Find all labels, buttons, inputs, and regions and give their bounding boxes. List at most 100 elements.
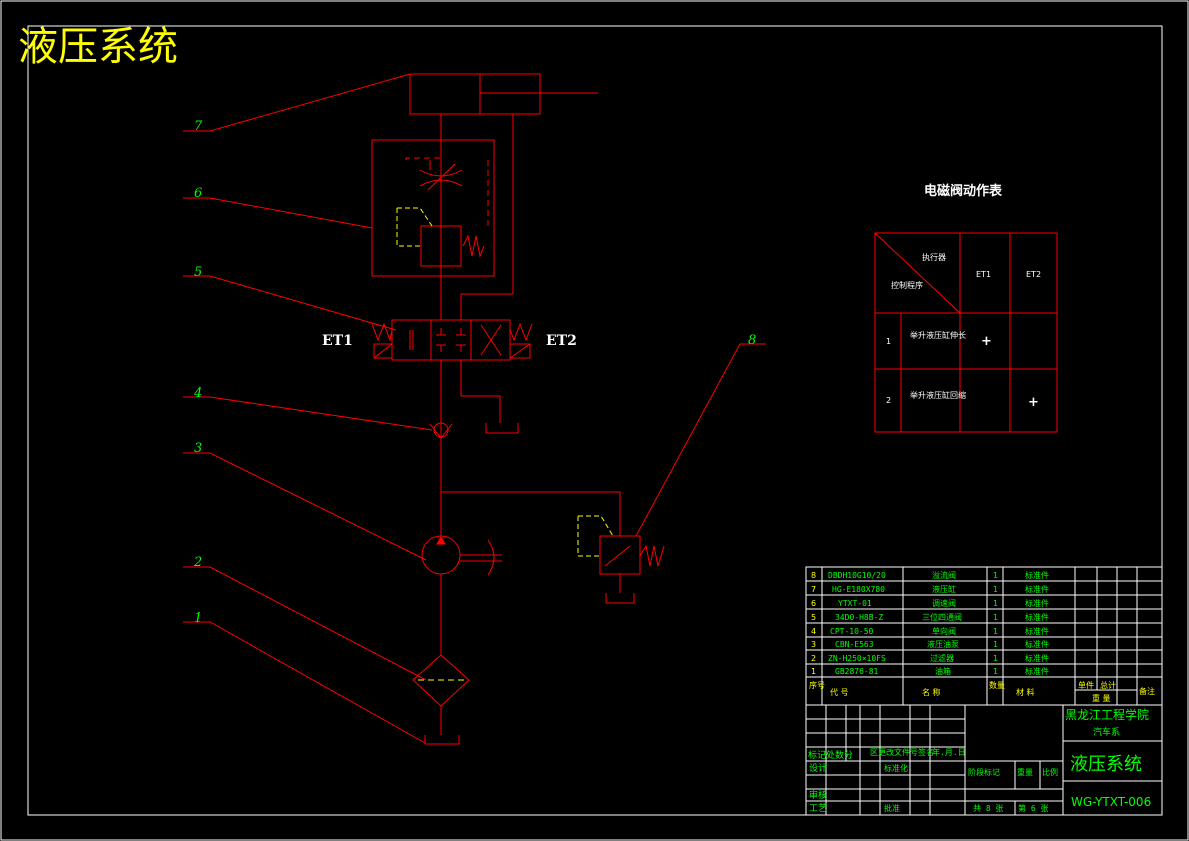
bom-name: 液压缸 xyxy=(932,584,956,594)
bom-code: 34D0-H8B-Z xyxy=(835,613,883,622)
drawing-title: 液压系统 xyxy=(18,24,178,70)
check-valve xyxy=(433,422,449,438)
bom-material: 标准件 xyxy=(1025,639,1049,649)
table-row1-desc: 举升液压缸伸长 xyxy=(910,330,966,340)
label-5: 5 xyxy=(194,265,202,280)
tb-design: 设计 xyxy=(809,762,827,774)
label-4: 4 xyxy=(193,386,202,401)
tb-approve: 批准 xyxy=(884,803,900,813)
bom-header-name: 名 称 xyxy=(922,687,941,697)
bom-material: 标准件 xyxy=(1025,612,1049,622)
tb-scale: 比例 xyxy=(1042,767,1058,777)
bom-name: 调速阀 xyxy=(932,599,956,608)
bom-code: YTXT-01 xyxy=(838,599,872,608)
label-3: 3 xyxy=(194,441,202,456)
bom-material: 标准件 xyxy=(1025,653,1049,663)
action-table: 电磁阀动作表 执行器 控制程序 ET1 ET2 1 举升液压缸伸长 + 2 举升… xyxy=(874,183,1058,433)
directional-valve xyxy=(391,319,511,361)
bom-name: 单向阀 xyxy=(932,626,956,636)
oil-tank xyxy=(424,735,460,745)
hydraulic-cylinder xyxy=(409,73,541,115)
title-block: 黑龙江工程学院 汽车系 液压系统 WG-YTXT-006 标记处数分 区更改文件… xyxy=(805,704,1163,816)
speed-control-valve xyxy=(371,139,495,277)
bom-no: 5 xyxy=(811,613,816,622)
table-row2-desc: 举升液压缸回缩 xyxy=(910,390,966,400)
school-name: 黑龙江工程学院 xyxy=(1065,707,1149,722)
bom-material: 标准件 xyxy=(1025,570,1049,580)
bom-qty: 1 xyxy=(993,585,998,594)
bom-name: 过滤器 xyxy=(930,653,954,663)
drawing-number: WG-YTXT-006 xyxy=(1071,795,1151,809)
bom-material: 标准件 xyxy=(1025,584,1049,594)
table-row2-no: 2 xyxy=(886,396,891,405)
bom-header-code: 代 号 xyxy=(830,687,849,697)
bom-qty: 1 xyxy=(993,654,998,663)
bom-header-weight: 重 量 xyxy=(1092,693,1111,703)
parts-list: 8 DBDH10G10/20 溢流阀 1 标准件 7 HG-E180X780 液… xyxy=(805,566,1163,706)
tb-row-label-3: 年.月.日 xyxy=(932,747,966,757)
bom-name: 溢流阀 xyxy=(932,570,956,580)
table-header-top: 执行器 xyxy=(922,252,946,262)
bom-name: 三位四通阀 xyxy=(922,612,962,622)
bom-header-total: 总计 xyxy=(1100,680,1116,690)
title-block-drawing-title: 液压系统 xyxy=(1070,754,1142,775)
bom-name: 油箱 xyxy=(935,666,951,676)
tb-weight: 重量 xyxy=(1017,767,1033,777)
bom-header-qty: 数量 xyxy=(989,680,1005,690)
tb-row-label-2: 区更改文件号签名 xyxy=(870,747,934,757)
department: 汽车系 xyxy=(1093,726,1120,738)
bom-material: 标准件 xyxy=(1025,626,1049,636)
tb-sheet: 第 6 张 xyxy=(1018,803,1048,813)
bom-code: HG-E180X780 xyxy=(832,585,885,594)
label-7: 7 xyxy=(194,119,203,134)
bom-qty: 1 xyxy=(993,613,998,622)
bom-no: 3 xyxy=(811,640,816,649)
tb-process: 工艺 xyxy=(809,803,827,814)
bom-code: DBDH10G10/20 xyxy=(828,571,886,580)
hydraulic-circuit xyxy=(183,73,766,745)
bom-code: GB2876-81 xyxy=(835,667,879,676)
bom-no: 4 xyxy=(811,627,816,636)
action-table-title: 电磁阀动作表 xyxy=(924,183,1003,199)
bom-header-material: 材 料 xyxy=(1016,687,1035,697)
solenoid-right-label: ET2 xyxy=(546,333,577,349)
label-1: 1 xyxy=(194,611,202,626)
bom-header-unit: 单件 xyxy=(1078,680,1094,690)
bom-code: CPT-10-50 xyxy=(830,627,874,636)
tb-row-label-1: 标记处数分 xyxy=(808,749,853,761)
bom-header-remark: 备注 xyxy=(1139,686,1155,696)
label-8: 8 xyxy=(748,333,756,348)
bom-qty: 1 xyxy=(993,599,998,608)
bom-no: 6 xyxy=(811,599,816,608)
table-col-et2: ET2 xyxy=(1026,270,1041,279)
tb-review: 审核 xyxy=(809,789,827,801)
inner-frame xyxy=(27,25,1163,816)
bom-name: 液压油泵 xyxy=(927,639,959,649)
label-2: 2 xyxy=(193,555,202,570)
bom-code: ZN-H250×10FS xyxy=(828,654,886,663)
bom-qty: 1 xyxy=(993,640,998,649)
bom-code: CBN-E563 xyxy=(835,640,874,649)
bom-no: 8 xyxy=(811,571,816,580)
table-col-et1: ET1 xyxy=(976,270,991,279)
table-row1-no: 1 xyxy=(886,337,891,346)
bom-no: 7 xyxy=(811,585,816,594)
bom-material: 标准件 xyxy=(1025,598,1049,608)
table-row2-et2: + xyxy=(1028,395,1039,410)
bom-qty: 1 xyxy=(993,627,998,636)
bom-header-no: 序号 xyxy=(809,680,825,690)
solenoid-left-label: ET1 xyxy=(322,333,353,349)
tb-standard: 标准化 xyxy=(884,763,908,773)
relief-valve xyxy=(599,535,641,575)
table-header-left: 控制程序 xyxy=(891,280,923,290)
bom-material: 标准件 xyxy=(1025,666,1049,676)
bom-no: 1 xyxy=(811,667,816,676)
table-row1-et1: + xyxy=(981,334,992,349)
bom-no: 2 xyxy=(811,654,816,663)
tb-sheets: 共 8 张 xyxy=(973,804,1003,813)
bom-qty: 1 xyxy=(993,667,998,676)
tb-stage: 阶段标记 xyxy=(968,767,1000,777)
bom-qty: 1 xyxy=(993,571,998,580)
